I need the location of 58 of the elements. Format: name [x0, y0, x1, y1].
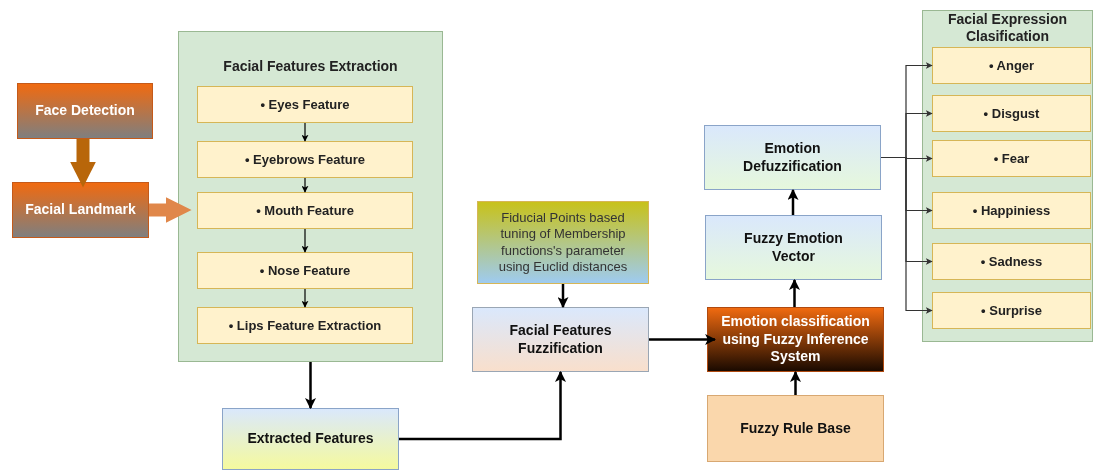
box-label: Extracted Features: [247, 430, 374, 448]
bullet-item: • Happiniess: [972, 203, 1051, 218]
list-item-box: [932, 140, 1091, 177]
process-box: [707, 307, 884, 372]
list-item-box: [197, 141, 413, 178]
process-box: [17, 83, 153, 139]
group-heading: Facial Features Extraction: [222, 58, 399, 75]
group-heading: Facial Expression Clasification: [946, 11, 1069, 45]
block-arrow: [149, 197, 192, 223]
list-item-box: [932, 47, 1091, 84]
bullet-item: • Nose Feature: [259, 263, 351, 278]
box-label: Emotion Defuzzification: [742, 140, 843, 175]
process-box: [704, 125, 881, 190]
arrow: [880, 156, 933, 314]
box-label: Emotion classification using Fuzzy Inference System: [720, 313, 871, 366]
process-box: [472, 307, 649, 372]
block-arrow: [70, 139, 96, 188]
box-label: Fuzzy Emotion Vector: [743, 230, 844, 265]
list-item-box: [197, 307, 413, 344]
arrow: [789, 278, 800, 307]
box-label: Facial Features Fuzzification: [508, 322, 613, 357]
arrow: [649, 334, 717, 345]
process-box: [707, 395, 884, 462]
bullet-item: • Surprise: [981, 303, 1042, 318]
box-label: Fuzzy Rule Base: [740, 419, 851, 438]
arrow: [305, 362, 316, 410]
arrow: [399, 370, 566, 441]
bullet-item: • Disgust: [983, 106, 1040, 121]
box-label: Facial Landmark: [25, 201, 136, 219]
arrow: [787, 188, 799, 215]
process-box: [477, 201, 649, 284]
arrow: [557, 284, 569, 309]
arrow: [301, 122, 309, 142]
list-item-box: [932, 243, 1091, 280]
bullet-item: • Eyebrows Feature: [244, 152, 366, 167]
bullet-item: • Mouth Feature: [256, 203, 354, 218]
list-item-box: [932, 95, 1091, 132]
process-box: [705, 215, 882, 280]
list-item-box: [197, 86, 413, 123]
arrow: [301, 288, 309, 308]
list-item-box: [197, 192, 413, 229]
arrow: [301, 228, 309, 253]
box-label: Fiducial Points based tuning of Membership functions's parameter using Euclid distances: [497, 210, 629, 275]
bullet-item: • Eyes Feature: [260, 97, 350, 112]
bullet-item: • Anger: [988, 58, 1035, 73]
list-item-box: [932, 192, 1091, 229]
bullet-item: • Fear: [993, 151, 1030, 166]
list-item-box: [197, 252, 413, 289]
bullet-item: • Sadness: [980, 254, 1043, 269]
list-item-box: [932, 292, 1091, 329]
arrow: [790, 370, 801, 395]
arrow: [301, 177, 309, 193]
box-label: Face Detection: [35, 102, 135, 120]
process-box: [12, 182, 149, 238]
group-panel: [178, 31, 443, 362]
process-box: [222, 408, 399, 470]
group-panel: [922, 10, 1093, 342]
bullet-item: • Lips Feature Extraction: [228, 318, 382, 333]
